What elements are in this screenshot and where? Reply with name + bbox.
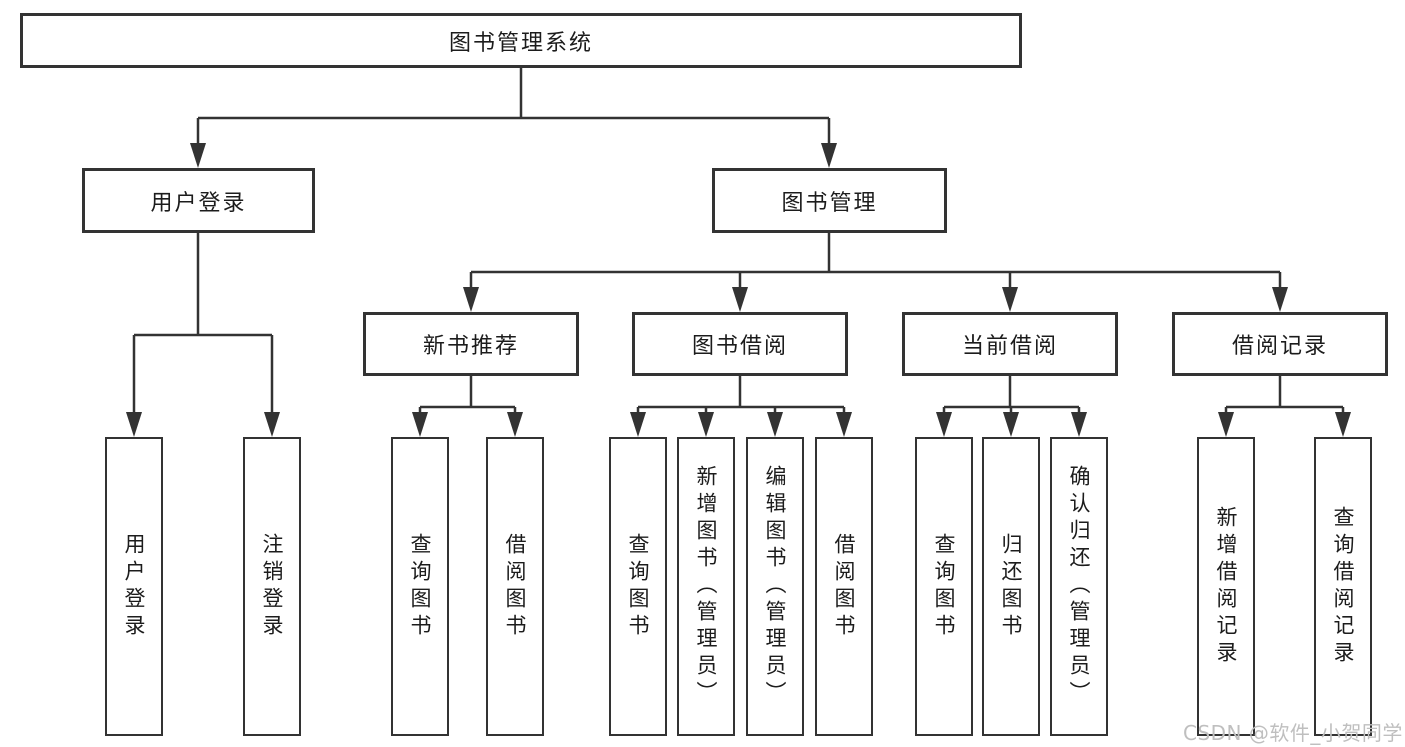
node-label: 用户登录 (150, 190, 247, 216)
node-label: 当前借阅 (961, 334, 1058, 359)
arrow-down-icon (698, 412, 714, 437)
node-library-system: 图书管理系统 (20, 13, 1022, 68)
leaf-label: 编辑图书（管理员） (763, 465, 788, 708)
node-book-management: 图书管理 (712, 168, 947, 233)
node-current-borrow: 当前借阅 (902, 312, 1118, 376)
node-label: 图书管理 (781, 190, 878, 216)
leaf-label: 借阅图书 (503, 532, 528, 641)
arrow-down-icon (1218, 412, 1234, 437)
arrow-down-icon (1335, 412, 1351, 437)
connector-borrow-records-to-leaves (1224, 376, 1345, 420)
leaf-confirm-return-admin: 确认归还（管理员） (1050, 437, 1108, 736)
arrow-down-icon (412, 412, 428, 437)
leaf-label: 确认归还（管理员） (1067, 465, 1092, 708)
leaf-query-borrow-record: 查询借阅记录 (1314, 437, 1372, 736)
leaf-edit-book-admin: 编辑图书（管理员） (746, 437, 804, 736)
leaf-logout: 注销登录 (243, 437, 301, 736)
node-label: 图书管理系统 (448, 30, 593, 56)
arrow-down-icon (821, 143, 837, 168)
leaf-label: 注销登录 (260, 532, 285, 641)
arrow-down-icon (126, 412, 142, 437)
arrow-down-icon (1003, 412, 1019, 437)
connector-new-books-to-leaves (418, 376, 517, 420)
arrow-down-icon (1071, 412, 1087, 437)
arrow-down-icon (264, 412, 280, 437)
arrow-down-icon (190, 143, 206, 168)
connector-user-login-to-leaves (132, 232, 274, 420)
leaf-borrow-books-recommend: 借阅图书 (486, 437, 544, 736)
leaf-label: 用户登录 (122, 532, 147, 641)
arrow-down-icon (936, 412, 952, 437)
leaf-label: 查询借阅记录 (1331, 505, 1356, 668)
leaf-label: 查询图书 (932, 532, 957, 641)
leaf-user-login: 用户登录 (105, 437, 163, 736)
node-label: 借阅记录 (1231, 334, 1328, 359)
arrow-down-icon (463, 287, 479, 312)
leaf-label: 查询图书 (626, 532, 651, 641)
leaf-add-book-admin: 新增图书（管理员） (677, 437, 735, 736)
leaf-return-book: 归还图书 (982, 437, 1040, 736)
node-new-book-recommend: 新书推荐 (363, 312, 579, 376)
connector-book-mgmt-to-level3 (469, 233, 1282, 295)
leaf-label: 借阅图书 (832, 532, 857, 641)
node-label: 图书借阅 (691, 334, 788, 359)
leaf-query-books-recommend: 查询图书 (391, 437, 449, 736)
leaf-label: 新增图书（管理员） (694, 465, 719, 708)
leaf-borrow-books: 借阅图书 (815, 437, 873, 736)
node-book-borrow: 图书借阅 (632, 312, 848, 376)
leaf-label: 归还图书 (999, 532, 1024, 641)
arrow-down-icon (767, 412, 783, 437)
node-label: 新书推荐 (422, 334, 519, 359)
connector-root-to-level2 (196, 68, 831, 150)
arrow-down-icon (732, 287, 748, 312)
leaf-label: 查询图书 (408, 532, 433, 641)
arrow-down-icon (836, 412, 852, 437)
arrow-down-icon (630, 412, 646, 437)
leaf-label: 新增借阅记录 (1214, 505, 1239, 668)
node-user-login: 用户登录 (82, 168, 315, 233)
leaf-add-borrow-record: 新增借阅记录 (1197, 437, 1255, 736)
csdn-watermark: CSDN @软件_小贺同学 (1183, 721, 1403, 745)
arrow-down-icon (1002, 287, 1018, 312)
arrow-down-icon (507, 412, 523, 437)
arrowheads (126, 143, 1351, 437)
leaf-query-books-borrow: 查询图书 (609, 437, 667, 736)
leaf-query-books-current: 查询图书 (915, 437, 973, 736)
node-borrow-records: 借阅记录 (1172, 312, 1388, 376)
connector-book-borrow-to-leaves (636, 376, 846, 420)
arrow-down-icon (1272, 287, 1288, 312)
